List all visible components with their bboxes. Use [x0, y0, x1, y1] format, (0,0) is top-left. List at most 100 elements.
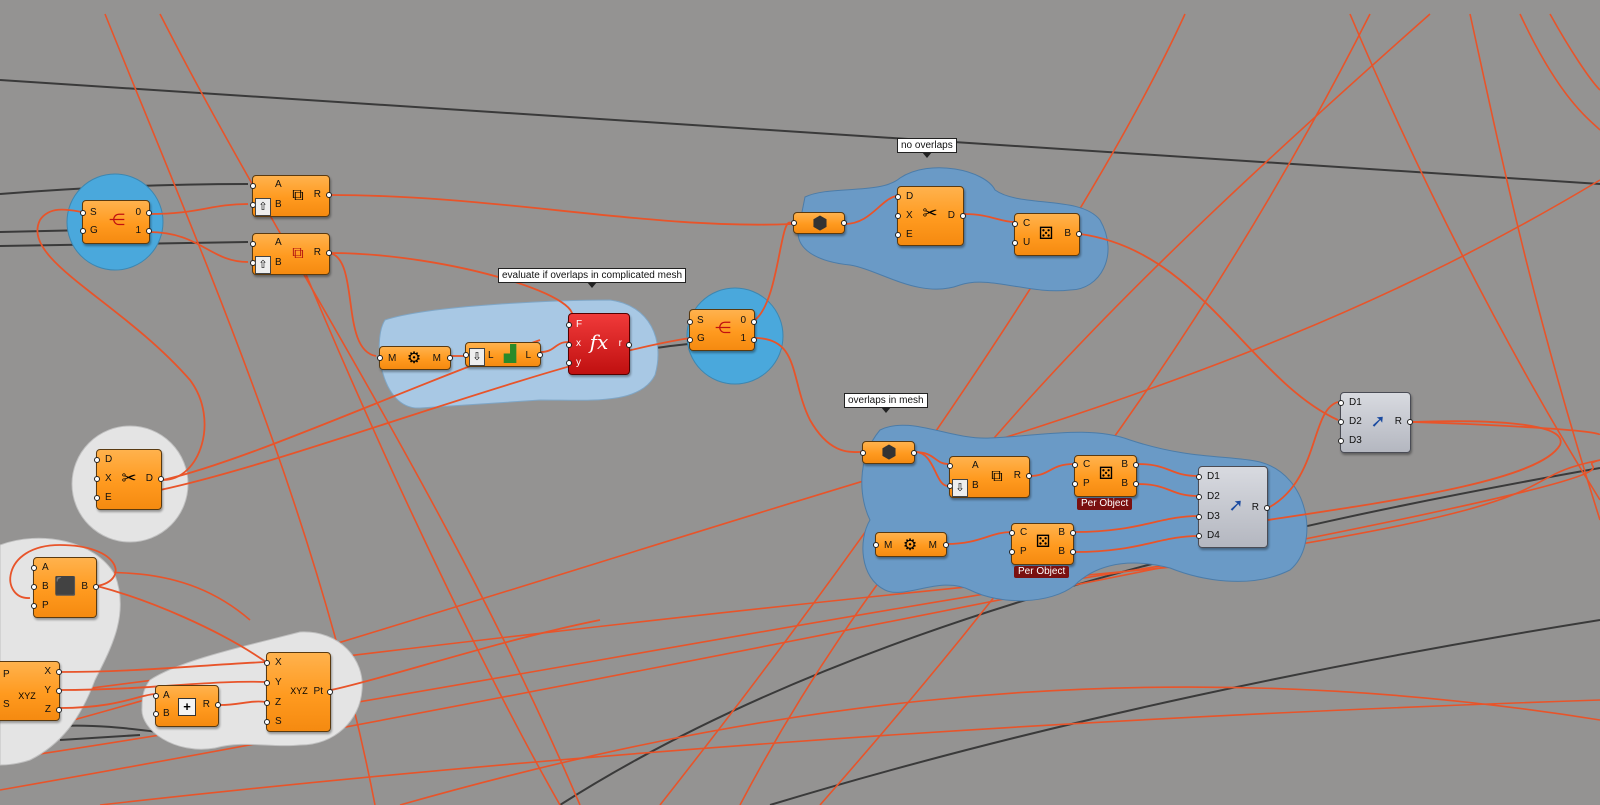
input-C[interactable]: C: [1023, 218, 1031, 229]
output-1[interactable]: 1: [135, 225, 141, 236]
solid-union-component-1[interactable]: A B ⇧ ⧉ R: [250, 175, 332, 217]
addition-component[interactable]: A B + R: [153, 685, 221, 727]
input-D2[interactable]: D2: [1349, 416, 1362, 427]
merge-component-right[interactable]: D1 D2 D3 ➚ R: [1338, 392, 1413, 453]
boolean-param-bottom[interactable]: ⬢: [860, 441, 917, 464]
input-A[interactable]: A: [42, 562, 49, 573]
boolean-param-top[interactable]: ⬢: [791, 212, 847, 234]
input-B[interactable]: B: [275, 199, 282, 210]
output-B[interactable]: B: [1121, 459, 1128, 470]
output-B[interactable]: B: [1058, 546, 1065, 557]
output-Z[interactable]: Z: [44, 704, 51, 715]
input-S[interactable]: S: [275, 716, 282, 727]
output-M[interactable]: M: [432, 353, 441, 364]
list-length-icon: ▟: [503, 346, 517, 363]
output-B[interactable]: B: [81, 581, 88, 592]
input-E[interactable]: E: [105, 492, 112, 503]
input-A[interactable]: A: [972, 460, 979, 471]
expression-component[interactable]: F x y fx r: [566, 313, 632, 375]
output-B[interactable]: B: [1058, 527, 1065, 538]
input-B[interactable]: B: [972, 480, 979, 491]
vector-xyz-icon: XYZ: [290, 686, 308, 696]
output-Pt[interactable]: Pt: [313, 686, 323, 697]
input-C[interactable]: C: [1083, 459, 1091, 470]
input-X[interactable]: X: [906, 210, 913, 221]
output-R[interactable]: R: [1394, 416, 1402, 427]
input-B[interactable]: B: [275, 257, 282, 268]
input-y[interactable]: y: [576, 357, 581, 368]
merge-icon: ➚: [1370, 411, 1386, 431]
output-R[interactable]: R: [1013, 470, 1021, 481]
dispatch-component-mid[interactable]: S G ⋲ 0 1: [687, 309, 757, 351]
input-P[interactable]: P: [42, 600, 49, 611]
input-D3[interactable]: D3: [1207, 511, 1220, 522]
input-D4[interactable]: D4: [1207, 530, 1220, 541]
random-per-object-component-2[interactable]: C P ⚄ B B: [1009, 523, 1076, 565]
output-R[interactable]: R: [202, 699, 210, 710]
output-R[interactable]: R: [1251, 502, 1259, 513]
split-component-left[interactable]: D X E ✂ D: [94, 449, 164, 510]
output-D[interactable]: D: [145, 473, 153, 484]
input-U[interactable]: U: [1023, 237, 1031, 248]
input-X[interactable]: X: [275, 657, 282, 668]
box-component-left[interactable]: A B P ⬛ B: [31, 557, 99, 618]
output-0[interactable]: 0: [740, 315, 746, 326]
output-X[interactable]: X: [44, 666, 51, 677]
list-length-component[interactable]: ⇩ L ▟ L: [463, 342, 543, 367]
output-R[interactable]: R: [313, 247, 321, 258]
output-B[interactable]: B: [1064, 228, 1071, 239]
input-M[interactable]: M: [388, 353, 397, 364]
input-D3[interactable]: D3: [1349, 435, 1362, 446]
mesh-icon: ⚙: [406, 350, 422, 367]
input-B[interactable]: B: [42, 581, 49, 592]
input-E[interactable]: E: [906, 229, 913, 240]
input-M[interactable]: M: [884, 540, 893, 551]
output-0[interactable]: 0: [135, 207, 141, 218]
mesh-icon: ⚙: [902, 537, 918, 554]
output-Y[interactable]: Y: [44, 685, 51, 696]
input-A[interactable]: A: [163, 690, 170, 701]
construct-point-component[interactable]: X Y Z S XYZ Pt: [264, 652, 333, 732]
mesh-component-b[interactable]: M ⚙ M: [873, 532, 949, 557]
input-F[interactable]: F: [576, 319, 583, 330]
input-D2[interactable]: D2: [1207, 491, 1220, 502]
deconstruct-point-component[interactable]: P S XYZ X Y Z: [0, 661, 62, 721]
input-D1[interactable]: D1: [1207, 471, 1220, 482]
random-per-object-component-1[interactable]: C P ⚄ B B: [1072, 455, 1139, 497]
input-L[interactable]: L: [488, 350, 494, 361]
input-C[interactable]: C: [1020, 527, 1028, 538]
output-B[interactable]: B: [1121, 478, 1128, 489]
dispatch-component-top[interactable]: S G ⋲ 0 1: [80, 200, 152, 244]
input-x[interactable]: x: [576, 338, 581, 349]
input-S[interactable]: S: [90, 207, 97, 218]
input-S[interactable]: S: [3, 699, 10, 710]
output-1[interactable]: 1: [740, 333, 746, 344]
output-L[interactable]: L: [525, 350, 531, 361]
merge-component-group[interactable]: D1 D2 D3 D4 ➚ R: [1196, 466, 1270, 548]
input-G[interactable]: G: [90, 225, 98, 236]
input-P[interactable]: P: [3, 669, 10, 680]
solid-difference-component-1[interactable]: A B ⇧ ⧉ R: [250, 233, 332, 275]
input-B[interactable]: B: [163, 708, 170, 719]
solid-difference-component-2[interactable]: A B ⇩ ⧉ R: [947, 456, 1032, 498]
input-S[interactable]: S: [697, 315, 704, 326]
output-D[interactable]: D: [947, 210, 955, 221]
input-D1[interactable]: D1: [1349, 397, 1362, 408]
input-Y[interactable]: Y: [275, 677, 282, 688]
input-G[interactable]: G: [697, 333, 705, 344]
output-r[interactable]: r: [618, 338, 622, 349]
input-D[interactable]: D: [906, 191, 914, 202]
output-R[interactable]: R: [313, 189, 321, 200]
input-A[interactable]: A: [275, 237, 282, 248]
input-P[interactable]: P: [1083, 478, 1090, 489]
random-component-top[interactable]: C U ⚄ B: [1012, 213, 1082, 256]
input-X[interactable]: X: [105, 473, 112, 484]
output-M[interactable]: M: [928, 540, 937, 551]
input-P[interactable]: P: [1020, 546, 1027, 557]
split-component-top[interactable]: D X E ✂ D: [895, 186, 966, 246]
input-A[interactable]: A: [275, 179, 282, 190]
input-D[interactable]: D: [105, 454, 113, 465]
input-Z[interactable]: Z: [275, 697, 282, 708]
mesh-component-a[interactable]: M ⚙ M: [377, 346, 453, 370]
